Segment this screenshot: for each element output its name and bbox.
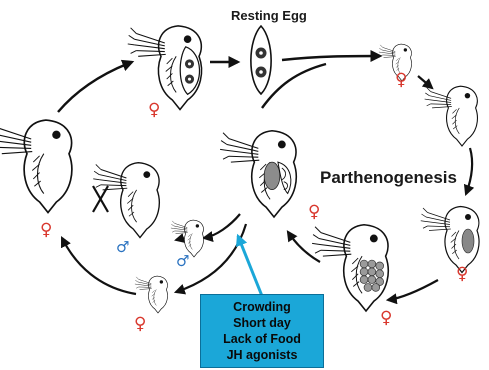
environmental-conditions-box: Crowding Short day Lack of Food JH agoni… <box>200 294 324 368</box>
arrow-left-up <box>58 62 132 112</box>
male-symbol: ♂ <box>116 240 129 255</box>
arrow-male-to-male <box>176 238 184 240</box>
resting-egg-label: Resting Egg <box>231 8 307 23</box>
condition-arrow <box>238 236 262 296</box>
ephippial-female-top <box>128 26 202 110</box>
arrow-right-2 <box>466 148 472 194</box>
resting-egg <box>251 26 271 94</box>
arrow-mother-to-male <box>204 214 240 238</box>
male-daphnia-large <box>93 163 159 238</box>
female-symbol: ♀ <box>456 266 468 283</box>
female-symbol: ♀ <box>395 72 407 89</box>
female-symbol: ♀ <box>380 310 392 327</box>
female-symbol: ♀ <box>134 316 146 333</box>
parthenogenesis-label: Parthenogenesis <box>320 168 457 188</box>
arrow-into-parthenogenesis <box>262 64 326 108</box>
condition-lack-of-food: Lack of Food <box>223 331 301 347</box>
condition-crowding: Crowding <box>233 299 291 315</box>
large-female-left <box>0 120 72 212</box>
arrow-right-1 <box>418 76 432 88</box>
condition-short-day: Short day <box>233 315 291 331</box>
female-symbol: ♀ <box>308 204 320 221</box>
arrow-right-3 <box>388 280 438 300</box>
mother-with-embryos-center <box>220 131 296 217</box>
female-symbol: ♀ <box>148 102 160 119</box>
female-symbol: ♀ <box>40 222 52 239</box>
male-symbol: ♂ <box>176 254 189 269</box>
female-juvenile-right <box>425 86 478 146</box>
parthenogenetic-female-right <box>421 207 479 273</box>
condition-jh-agonists: JH agonists <box>227 347 298 363</box>
cross-mark <box>93 186 108 212</box>
arrow-from-resting-egg <box>282 56 380 60</box>
female-daphnia-small-bottom <box>135 276 168 313</box>
